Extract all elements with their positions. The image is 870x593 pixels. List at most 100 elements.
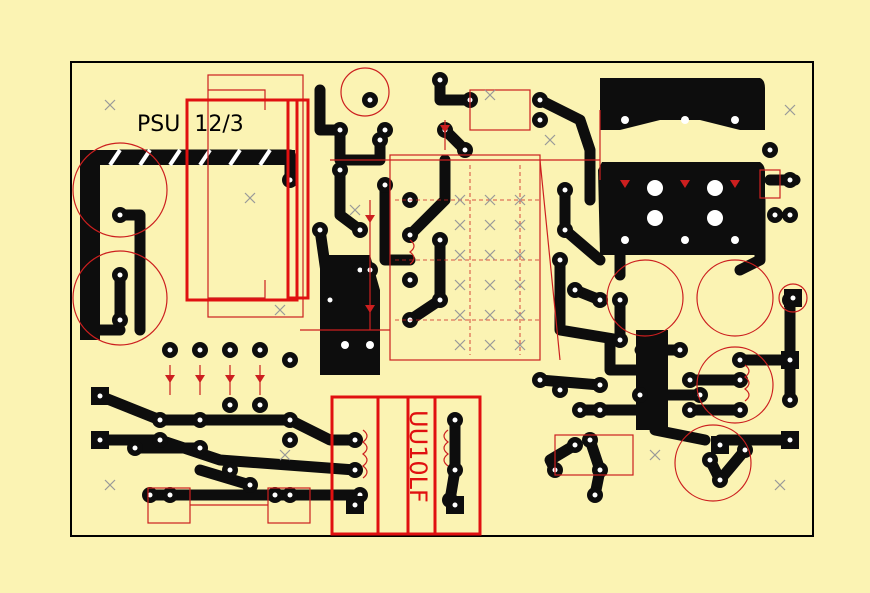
transformer-core-left [185,98,299,302]
relay-outline [207,74,304,318]
pad-hole [677,347,683,353]
cross-marker [784,104,796,116]
pad-hole [377,137,383,143]
capacitor-c5 [696,259,774,337]
board-outline [70,61,814,537]
pad-hole [437,77,443,83]
pad-hole [407,232,413,238]
pad-hole [327,297,333,303]
cross-marker [244,192,256,204]
cross-marker [454,194,466,206]
pad-hole [257,402,263,408]
pad-hole [562,227,568,233]
pad-hole [537,377,543,383]
pad-hole [597,297,603,303]
cross-marker [484,194,496,206]
board-label: PSU 12/3 [137,112,244,137]
cross-marker [514,249,526,261]
pad-hole [597,467,603,473]
silkscreen [72,67,808,524]
pad-hole [227,467,233,473]
ic-outline [389,154,541,361]
copper-pours [80,78,765,430]
pad-hole [382,182,388,188]
cross-marker [454,279,466,291]
pad-hole [597,382,603,388]
cross-marker [514,219,526,231]
pad-hole [167,492,173,498]
pad-hole [637,392,643,398]
pad-hole [197,417,203,423]
cross-markers [104,89,796,491]
pad-hole [577,407,583,413]
pad-hole [597,407,603,413]
pad-hole [352,467,358,473]
pad-hole [352,502,358,508]
pad-hole [317,227,323,233]
capacitor-c8 [778,283,808,313]
pad-hole [287,437,293,443]
pad-hole [352,437,358,443]
pad-hole [287,492,293,498]
pad-hole [247,482,253,488]
heatsink-holes [341,116,739,349]
cross-marker [484,339,496,351]
cross-marker [349,204,361,216]
cross-marker [484,309,496,321]
pad-hole [787,437,793,443]
capacitor-c3 [340,67,390,117]
pad-hole [117,272,123,278]
component-right-bottom [554,434,634,476]
cross-marker [649,449,661,461]
transformer-outlines [185,98,482,536]
pad-hole [737,407,743,413]
pad-hole [197,445,203,451]
cross-marker [104,479,116,491]
pad-hole [742,447,748,453]
pad-hole [227,347,233,353]
pad-hole [407,277,413,283]
pad-hole [787,357,793,363]
cross-marker [514,194,526,206]
cross-marker [279,449,291,461]
connector-top [469,89,531,131]
pad-hole [790,295,796,301]
pad-hole [617,297,623,303]
pad-hole [337,167,343,173]
cross-marker [104,99,116,111]
pad-hole [737,377,743,383]
pad-hole [157,437,163,443]
pad-hole [592,492,598,498]
pour-strip [636,330,668,430]
pour-center [320,255,380,375]
pad-hole [687,407,693,413]
capacitor-c7 [674,424,752,502]
pad-hole [97,437,103,443]
pad-hole [557,257,563,263]
pad-hole [437,237,443,243]
cross-marker [484,279,496,291]
pad-hole [257,347,263,353]
cross-marker [484,219,496,231]
cross-marker [514,309,526,321]
pad-hole [287,357,293,363]
pad-hole [717,442,723,448]
diode-symbols [165,125,740,383]
pad-hole [537,117,543,123]
pad-hole [617,337,623,343]
pad-hole [462,147,468,153]
pad-hole [437,297,443,303]
pad-hole [357,267,363,273]
pad-hole [117,317,123,323]
cross-marker [454,339,466,351]
cross-marker [454,219,466,231]
transformer-core-right [286,98,310,300]
pad-hole [787,177,793,183]
cross-marker [544,134,556,146]
pad-hole [587,437,593,443]
hatch-stripe [108,148,272,167]
pad-hole [132,445,138,451]
pad-hole [197,347,203,353]
pad-hole [707,457,713,463]
pad-hole [767,147,773,153]
